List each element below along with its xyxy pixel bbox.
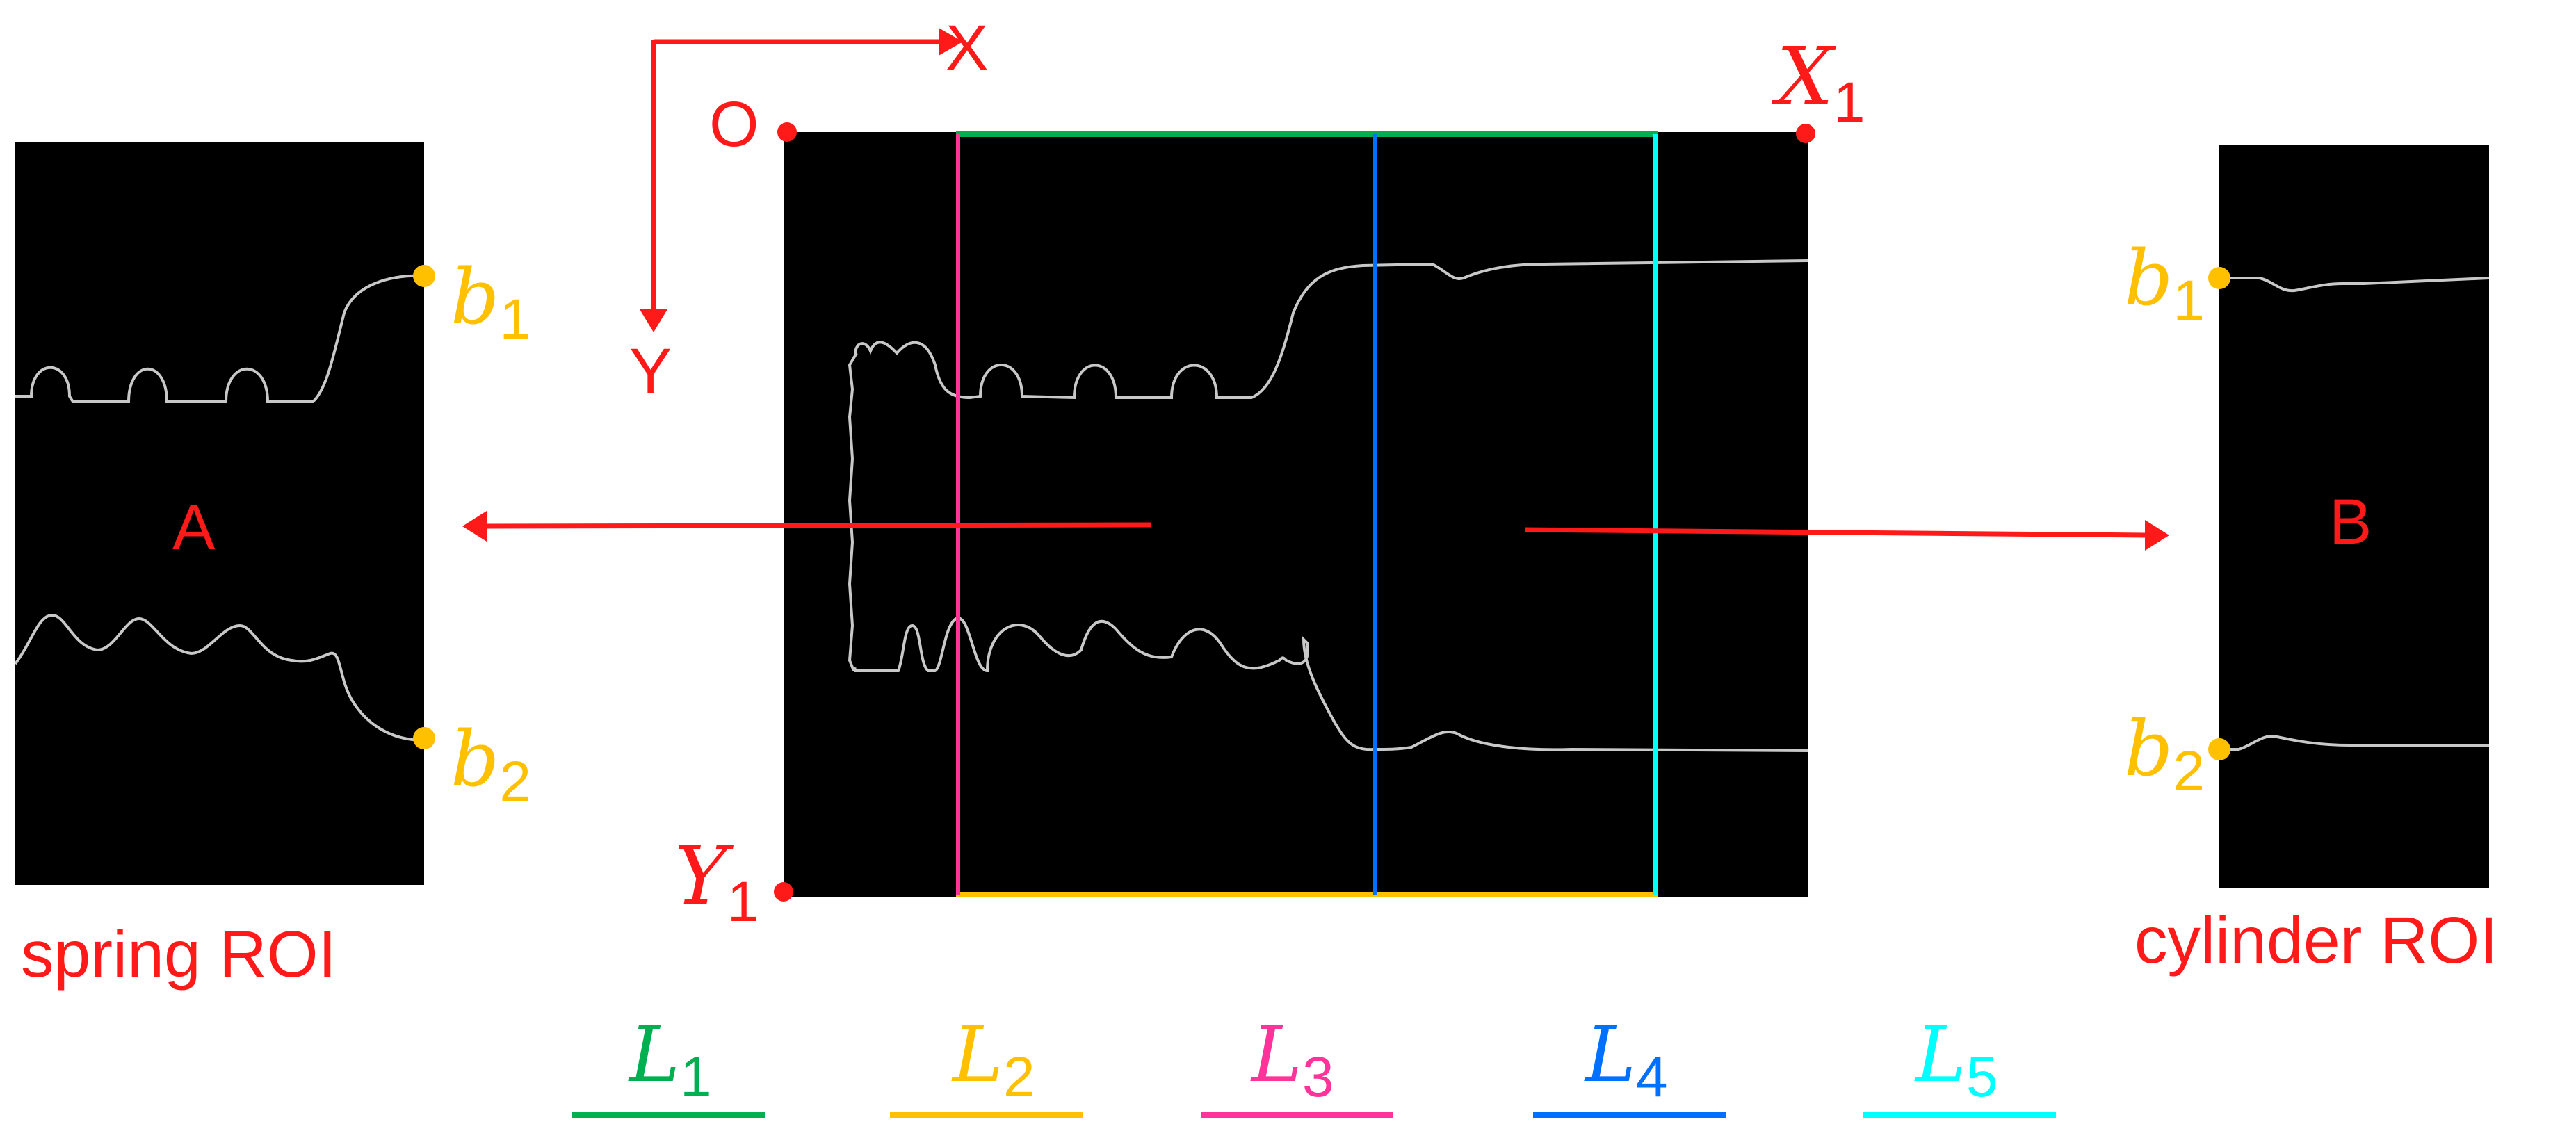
spring-lower-contour bbox=[14, 613, 425, 742]
y1-point bbox=[774, 882, 793, 902]
legend-item-l3: L3 bbox=[1201, 1010, 1393, 1118]
cylinder-b1-point bbox=[2208, 267, 2230, 289]
cylinder-b2-point bbox=[2208, 738, 2230, 760]
spring-b2-label: b2 bbox=[451, 715, 531, 813]
y1-label: Y1 bbox=[674, 830, 759, 934]
spring-region-label: A bbox=[172, 492, 216, 563]
y-axis-arrowhead bbox=[640, 309, 667, 332]
legend-l3-label: L3 bbox=[1250, 1010, 1334, 1109]
main-lower-contour bbox=[854, 617, 1808, 752]
origin-point bbox=[777, 122, 797, 142]
spring-roi: A b1 b2 spring ROI bbox=[14, 142, 531, 991]
y-axis-label: Y bbox=[629, 336, 672, 407]
x1-label: X1 bbox=[1771, 31, 1865, 134]
spring-b1-label: b1 bbox=[451, 252, 531, 351]
arrow-to-spring-roi-head bbox=[462, 511, 487, 542]
cylinder-upper-contour bbox=[2219, 277, 2490, 293]
origin-label: O bbox=[709, 89, 759, 160]
cylinder-roi: B b1 b2 cylinder ROI bbox=[2124, 145, 2498, 977]
spring-roi-caption: spring ROI bbox=[21, 918, 337, 991]
cylinder-b1-label: b1 bbox=[2124, 234, 2205, 332]
legend-l5-label: L5 bbox=[1914, 1010, 1998, 1109]
legend-l1-label: L1 bbox=[628, 1010, 712, 1109]
main-image: O X1 Y1 bbox=[674, 31, 1865, 934]
cylinder-region-label: B bbox=[2329, 487, 2372, 557]
spring-upper-contour bbox=[15, 274, 425, 403]
spring-roi-image bbox=[15, 142, 424, 885]
legend-item-l2: L2 bbox=[890, 1010, 1083, 1118]
x-axis-label: X bbox=[946, 13, 988, 83]
x-axis-arrowhead bbox=[939, 28, 963, 56]
cylinder-roi-image bbox=[2219, 145, 2489, 888]
x1-point bbox=[1796, 124, 1815, 143]
legend-l4-label: L4 bbox=[1584, 1010, 1668, 1109]
arrow-to-cylinder-roi-head bbox=[2145, 520, 2169, 551]
main-image-background bbox=[784, 132, 1808, 897]
legend-item-l4: L4 bbox=[1533, 1010, 1726, 1118]
legend-item-l5: L5 bbox=[1863, 1010, 2056, 1118]
legend: L1 L2 L3 L4 L5 bbox=[572, 1010, 2056, 1118]
spring-b1-point bbox=[413, 265, 435, 287]
coordinate-axes: X Y bbox=[629, 13, 988, 407]
cylinder-lower-contour bbox=[2219, 735, 2490, 751]
legend-item-l1: L1 bbox=[572, 1010, 765, 1118]
main-upper-contour bbox=[854, 259, 1808, 400]
arrow-to-spring-roi bbox=[486, 522, 1151, 529]
cylinder-roi-caption: cylinder ROI bbox=[2134, 904, 2498, 977]
arrow-to-cylinder-roi bbox=[1524, 527, 2146, 538]
legend-l2-label: L2 bbox=[951, 1010, 1035, 1109]
spring-b2-point bbox=[413, 727, 435, 749]
cylinder-b2-label: b2 bbox=[2124, 704, 2205, 803]
